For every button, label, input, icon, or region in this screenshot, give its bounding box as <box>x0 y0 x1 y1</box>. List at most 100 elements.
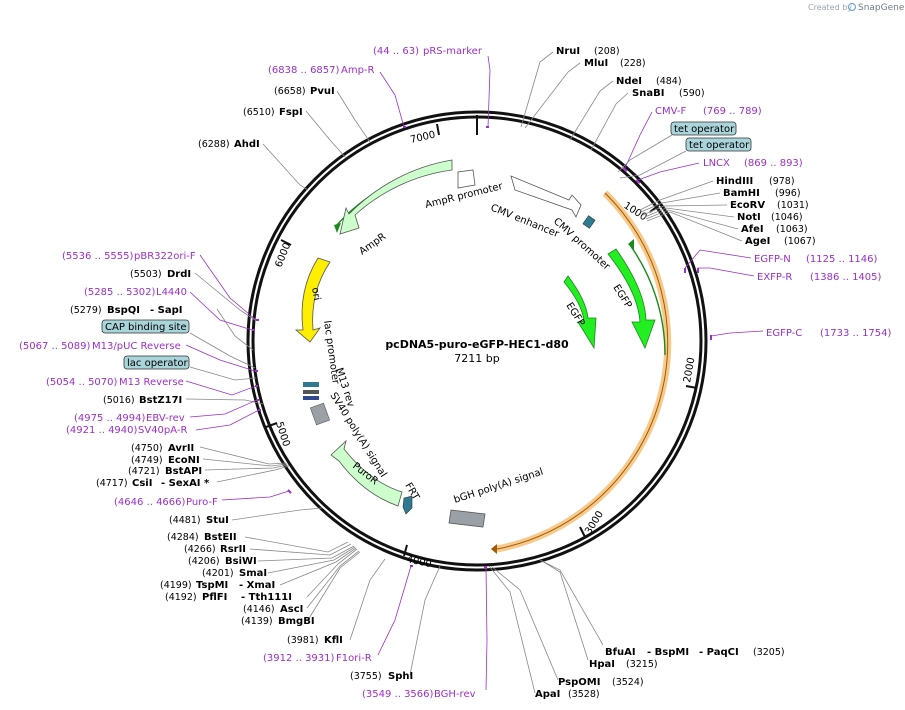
ampr-ref-arrow <box>334 223 341 233</box>
label-cmv-enhancer: CMV enhancer <box>489 203 561 241</box>
enzyme-apai: ApaI <box>535 689 560 700</box>
primer-egfpc: EGFP-C <box>766 328 802 339</box>
plasmid-name: pcDNA5-puro-eGFP-HEC1-d80 <box>385 338 569 351</box>
leader-rsrii <box>249 543 352 556</box>
boxed-sites: tet operator tet operator CAP binding si… <box>101 121 752 370</box>
enzyme-rsrii: RsrII <box>220 544 246 555</box>
created-by-label: Created by <box>808 3 852 12</box>
primer-labels: (44 .. 63) pRS-marker (6838 .. 6857) Amp… <box>19 46 892 700</box>
enzyme-tspmi-pos: (4199) <box>160 580 192 591</box>
primer-sv40: SV40pA-R <box>138 425 187 436</box>
primer-mark-cmvf <box>622 167 628 172</box>
enzyme-tth111i: - Tth111I <box>241 592 292 603</box>
enzyme-drdi-pos: (5503) <box>130 269 162 280</box>
leader-pvui <box>336 90 371 143</box>
enzyme-hpai: HpaI <box>589 659 615 670</box>
enzyme-afei: AfeI <box>741 224 764 235</box>
enzyme-nrui-pos: (208) <box>594 46 620 57</box>
primer-purof-pos: (4646 .. 4666) <box>114 497 186 508</box>
enzyme-pvui: PvuI <box>310 86 335 97</box>
ampr-promoter-feature <box>457 169 476 189</box>
enzyme-bspmi: - BspMI <box>647 647 689 658</box>
enzyme-pspomi: PspOMI <box>558 677 600 688</box>
enzyme-bamhi: BamHI <box>723 188 760 199</box>
backbone-outer-ring <box>246 110 708 572</box>
enzyme-bstz17i: BstZ17I <box>139 395 182 406</box>
enzyme-bspqi-pos: (5279) <box>70 305 102 316</box>
primer-egfpc-pos: (1733 .. 1754) <box>820 328 892 339</box>
leader-ndei <box>569 80 614 141</box>
leader-bsteii <box>244 536 349 553</box>
leader-pbr <box>199 254 257 321</box>
lac-operator-mark <box>303 382 319 387</box>
leader-agei <box>646 211 743 242</box>
enzyme-tspmi: TspMI <box>196 580 228 591</box>
enzyme-hindiii-pos: (978) <box>769 176 795 187</box>
leader-egfpc <box>710 330 764 337</box>
enzyme-pvui-pos: (6658) <box>274 86 306 97</box>
ampr-feature <box>339 159 453 235</box>
leader-csii <box>216 465 290 483</box>
primer-ampr: Amp-R <box>341 65 375 76</box>
enzyme-ahdi: AhdI <box>234 139 260 150</box>
cap-site-mark <box>303 396 319 400</box>
enzyme-asci: AscI <box>280 604 303 615</box>
enzyme-bsteii-pos: (4284) <box>167 532 199 543</box>
tick-7000 <box>436 123 440 136</box>
label-bgh: bGH poly(A) signal <box>453 467 545 506</box>
enzyme-hindiii: HindIII <box>716 176 753 187</box>
label-cmv-promoter: CMV promoter <box>551 216 613 273</box>
primer-marks <box>252 126 712 568</box>
tet-operator-1: tet operator <box>674 124 735 135</box>
leader-tet2 <box>619 150 687 179</box>
bgh-polya-feature <box>448 509 486 528</box>
leader-tet1 <box>617 134 673 173</box>
leader-avrii <box>199 446 287 465</box>
leader-pspomi <box>490 565 559 681</box>
primer-egfpn-pos: (1125 .. 1146) <box>806 254 878 265</box>
orf-band-line <box>496 192 669 550</box>
tick-6000 <box>280 239 292 246</box>
leader-snabi <box>590 92 629 151</box>
sv40-polya-feature <box>309 402 331 426</box>
tick-2000 <box>685 385 698 389</box>
enzyme-sapi: - SapI <box>150 305 182 316</box>
primer-egfpn: EGFP-N <box>754 254 791 265</box>
primer-exfpr-pos: (1386 .. 1405) <box>810 272 882 283</box>
egfp-feature-2 <box>563 275 597 350</box>
leader-bstapi <box>204 464 289 471</box>
leader-noti <box>644 207 735 218</box>
enzyme-asci-pos: (4146) <box>243 604 275 615</box>
leader-ecorv <box>642 204 728 216</box>
leader-bsiwi <box>257 545 355 562</box>
leader-ahdi <box>262 143 309 191</box>
tet-operator-box-2 <box>685 137 752 152</box>
enzyme-paqci: - PaqCI <box>699 647 739 658</box>
enzyme-avrii: AvrII <box>168 443 194 454</box>
primer-m13puc-pos: (5067 .. 5089) <box>19 341 91 352</box>
egfp-ref-line <box>629 244 666 356</box>
m13-rev-mark <box>303 390 319 394</box>
enzyme-pflfi-pos: (4192) <box>165 592 197 603</box>
cmv-enhancer-feature <box>510 175 582 218</box>
enzyme-mlui: MluI <box>584 58 608 69</box>
tick-marks <box>265 115 698 557</box>
egfp-ref-arrow <box>628 239 634 250</box>
enzyme-fspi-pos: (6510) <box>243 107 275 118</box>
enzyme-ndei-pos: (484) <box>656 76 682 87</box>
leader-pflfi <box>306 548 358 598</box>
leader-prs <box>487 55 491 128</box>
enzyme-bmgbi-pos: (4139) <box>241 616 273 627</box>
enzyme-bstapi: BstAPI <box>165 466 202 477</box>
leader-bamhi <box>640 192 721 213</box>
enzyme-bspqi: BspQI <box>107 305 140 316</box>
enzyme-kfli: KflI <box>324 635 343 646</box>
enzyme-smai: SmaI <box>239 568 267 579</box>
primer-leader-lines <box>185 55 764 691</box>
leader-ampr-primer <box>379 71 405 128</box>
enzyme-nrui: NruI <box>556 46 580 57</box>
enzyme-bfuai-pos: (3205) <box>753 647 785 658</box>
primer-lncx-pos: (869 .. 893) <box>744 158 803 169</box>
enzyme-pflfi: PflFI <box>202 592 227 603</box>
